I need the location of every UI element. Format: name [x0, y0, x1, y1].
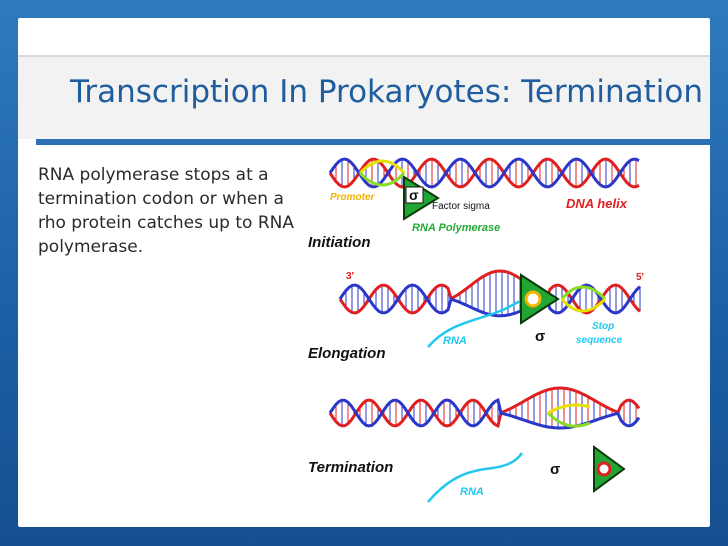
page-title: Transcription In Prokaryotes: Terminatio…: [70, 74, 703, 110]
title-bar-border: [18, 55, 710, 57]
body-text: RNA polymerase stops at a termination co…: [38, 165, 294, 257]
stage-elongation-label: Elongation: [308, 345, 386, 362]
stop-label-line2: sequence: [576, 335, 623, 346]
factor-sigma-label: Factor sigma: [432, 201, 490, 212]
sigma-initiation-symbol: σ: [409, 187, 419, 203]
rna-polymerase-released: [593, 445, 626, 493]
dna-helix-label: DNA helix: [566, 196, 628, 211]
stop-label-line1: Stop: [592, 321, 614, 332]
promoter-label: Promoter: [330, 192, 376, 203]
dna-helix-initiation: [328, 157, 640, 189]
rna-polymerase-initiation: [403, 175, 440, 221]
stage-termination-label: Termination: [308, 459, 393, 476]
sigma-elongation-symbol: σ: [535, 328, 545, 345]
five-prime-label: 5': [636, 272, 644, 283]
stage-initiation-label: Initiation: [308, 234, 371, 251]
three-prime-label: 3': [346, 271, 354, 282]
dna-helix-elongation: [338, 269, 642, 318]
rna-termination-label: RNA: [460, 486, 484, 498]
rna-elongation-label: RNA: [443, 335, 467, 347]
rna-strand-termination: [427, 452, 524, 503]
sigma-termination-symbol: σ: [550, 461, 560, 478]
rna-polymerase-label: RNA Polymerase: [412, 222, 500, 234]
rna-polymerase-elongation: [520, 273, 560, 325]
title-bar: [18, 55, 710, 139]
dna-helix-termination: [328, 386, 641, 430]
transcription-diagram: Promoter σ Factor sigma DNA helix RNA Po…: [308, 157, 644, 503]
title-underline: [36, 139, 710, 145]
